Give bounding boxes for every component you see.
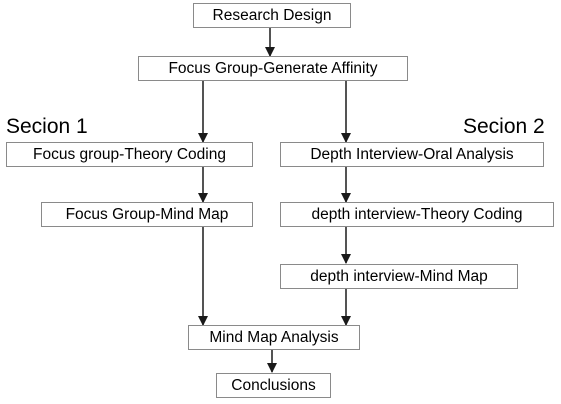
node-depth-interview-theory-coding: depth interview-Theory Coding	[280, 202, 554, 227]
node-focus-group-theory-coding: Focus group-Theory Coding	[6, 142, 253, 167]
node-conclusions: Conclusions	[216, 373, 331, 398]
section-1-label: Secion 1	[6, 115, 88, 138]
node-mind-map-analysis: Mind Map Analysis	[188, 325, 360, 350]
node-depth-interview-oral-analysis: Depth Interview-Oral Analysis	[280, 142, 544, 167]
section-2-label: Secion 2	[463, 115, 545, 138]
node-focus-group-generate-affinity: Focus Group-Generate Affinity	[138, 56, 408, 81]
node-focus-group-mind-map: Focus Group-Mind Map	[41, 202, 253, 227]
node-research-design: Research Design	[193, 3, 351, 28]
node-depth-interview-mind-map: depth interview-Mind Map	[280, 264, 518, 289]
